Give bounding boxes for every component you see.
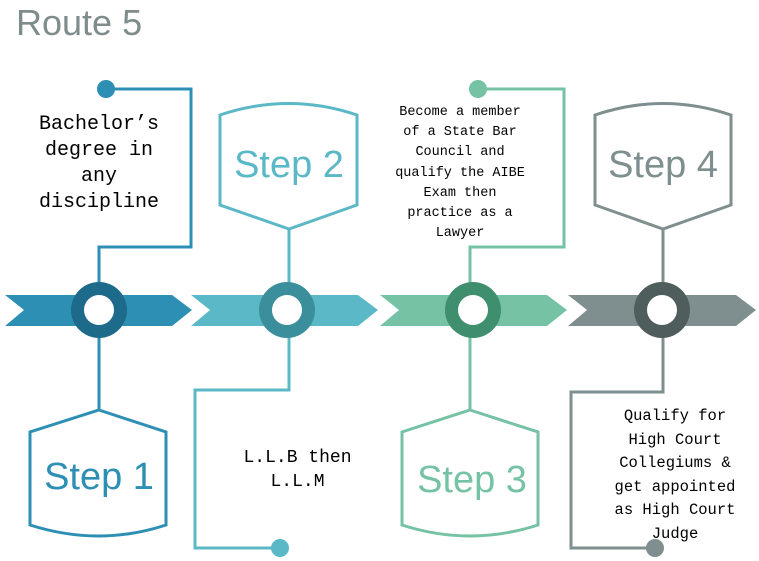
step4-description: Qualify for High Court Collegiums & get … <box>614 407 736 543</box>
step4-bottom-connector <box>569 334 665 550</box>
step4-node <box>634 282 690 338</box>
step1-description: Bachelor’s degree in any discipline <box>38 113 160 214</box>
step2-description: L.L.B then L.L.M <box>243 448 352 492</box>
step4-label: Step 4 <box>608 144 718 186</box>
step1-top-dot <box>97 80 115 98</box>
step3-top-connector <box>468 87 566 286</box>
step2-bottom-dot <box>271 539 289 557</box>
step3-node <box>445 282 501 338</box>
step4-bottom-dot <box>646 539 664 557</box>
step2-node <box>259 282 315 338</box>
step3-top-dot <box>469 80 487 98</box>
step3-shield <box>400 408 540 538</box>
step1-shield <box>28 408 168 538</box>
step1-node <box>71 282 127 338</box>
step1-label: Step 1 <box>44 456 154 498</box>
step3-description: Become a member of a State Bar Council a… <box>395 105 525 242</box>
page-title: Route 5 <box>16 2 143 43</box>
step3-label: Step 3 <box>417 459 527 501</box>
step2-shield <box>218 102 359 231</box>
step2-bottom-connector <box>193 334 291 550</box>
step2-label: Step 2 <box>234 144 344 186</box>
step1-top-connector <box>97 87 193 286</box>
step4-shield <box>593 102 733 231</box>
